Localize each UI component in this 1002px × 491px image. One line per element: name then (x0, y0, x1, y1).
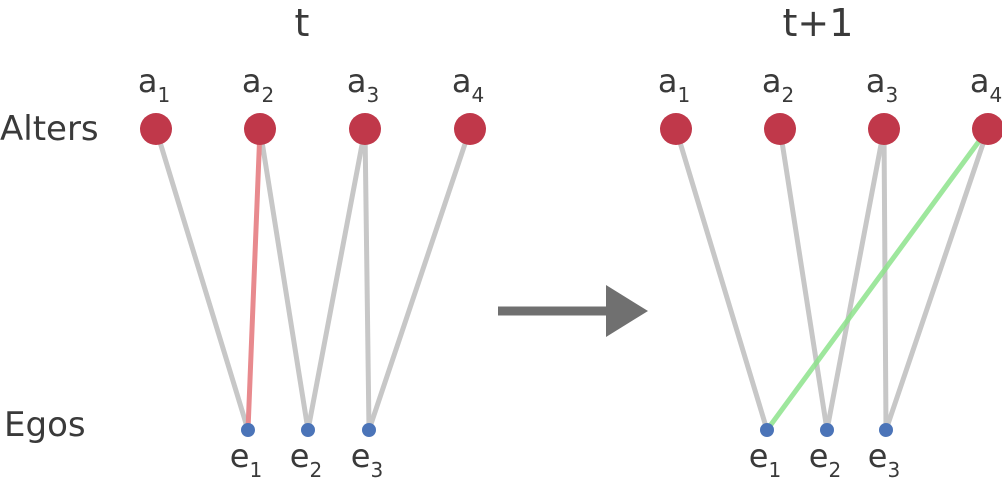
egos-row-label: Egos (4, 405, 86, 445)
edge-a3-e2 (824, 126, 887, 433)
alter-label: a3 (866, 62, 898, 107)
ego-node (820, 423, 834, 437)
ego-node (301, 423, 315, 437)
alter-label: a2 (242, 62, 274, 107)
edge-a2-e2 (257, 126, 311, 433)
edge-a4-e1-added (764, 126, 991, 433)
edge-a2-e1-removed (245, 126, 263, 433)
alter-node (972, 113, 1002, 145)
panel-t: t a1 a2 a3 a4 e1 e2 e3 (138, 1, 486, 482)
ego-node (879, 423, 893, 437)
alter-label: a3 (347, 62, 379, 107)
alter-label: a2 (762, 62, 794, 107)
ego-node (241, 423, 255, 437)
ego-label: e3 (868, 437, 900, 482)
alter-node (868, 113, 900, 145)
edge-a3-e2 (305, 126, 368, 433)
panel-t-plus-1: t+1 a1 a2 a3 a4 e1 e2 e3 (658, 1, 1002, 482)
edge-a3-e3 (881, 126, 889, 433)
transition-arrow-icon (498, 285, 648, 337)
alter-node (764, 113, 796, 145)
edge-a1-e1 (153, 126, 251, 433)
alter-node (660, 113, 692, 145)
ego-label: e2 (290, 437, 322, 482)
edge-a1-e1 (673, 126, 770, 433)
alter-label: a1 (658, 62, 690, 107)
alter-label: a1 (138, 62, 170, 107)
edge-a2-e2 (777, 126, 830, 433)
alter-node (244, 113, 276, 145)
alter-label: a4 (452, 62, 484, 107)
edge-a3-e3 (362, 126, 372, 433)
ego-node (362, 423, 376, 437)
ego-label: e1 (749, 437, 781, 482)
alter-label: a4 (970, 62, 1002, 107)
ego-label: e3 (351, 437, 383, 482)
edge-a4-e3 (883, 126, 991, 433)
ego-label: e1 (230, 437, 262, 482)
alters-row-label: Alters (0, 109, 99, 149)
ego-label: e2 (809, 437, 841, 482)
panel-title: t (295, 1, 310, 45)
alter-node (140, 113, 172, 145)
panel-title: t+1 (783, 1, 854, 45)
alter-node (349, 113, 381, 145)
ego-node (760, 423, 774, 437)
alter-node (454, 113, 486, 145)
edge-a4-e3 (366, 126, 473, 433)
